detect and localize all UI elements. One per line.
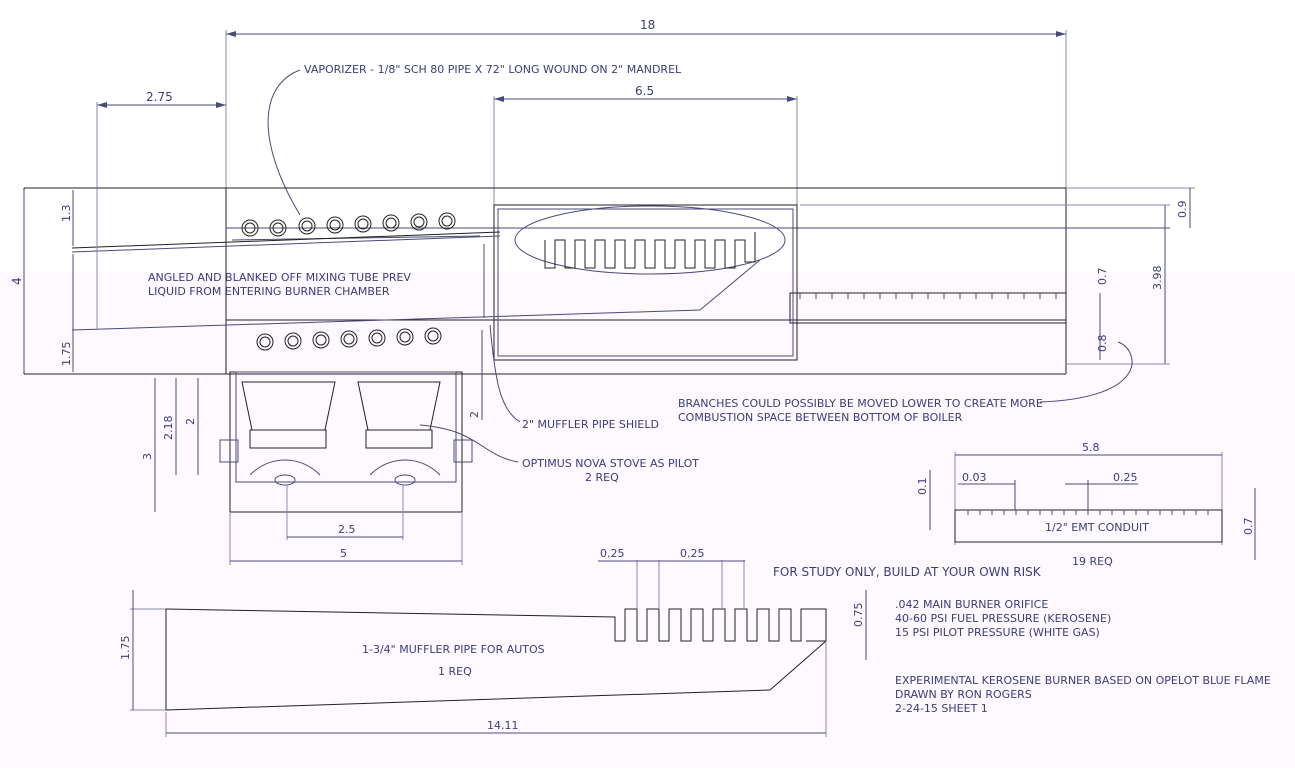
- branches-label-2: COMBUSTION SPACE BETWEEN BOTTOM OF BOILE…: [678, 411, 963, 424]
- muffler-req-label: 1 REQ: [438, 665, 472, 678]
- pilot-housing: [219, 371, 473, 513]
- dim-0-8-label: 0.8: [1096, 335, 1109, 353]
- optimus-label-1: OPTIMUS NOVA STOVE AS PILOT: [522, 457, 699, 470]
- optimus-leader: [419, 424, 519, 463]
- vaporizer-label: VAPORIZER - 1/8" SCH 80 PIPE X 72" LONG …: [304, 63, 682, 76]
- optimus-label-2: 2 REQ: [585, 471, 619, 484]
- study-note: FOR STUDY ONLY, BUILD AT YOUR OWN RISK: [773, 565, 1042, 579]
- vaporizer-coils-top: [231, 212, 481, 241]
- left-vertical-dims: 4 1.3 1.75: [10, 190, 74, 372]
- dim-3-98-label: 3.98: [1151, 266, 1164, 291]
- dim-0-25-label: 0.25: [1113, 471, 1138, 484]
- dim-pipe-0-25b-label: 0.25: [680, 547, 705, 560]
- dim-2-18-label: 2.18: [162, 416, 175, 441]
- right-vertical-dims: 0.9 3.98 0.7 0.8: [800, 187, 1195, 365]
- muffler-pipe: 1.75 0.25 0.25 0.75 14.11 1-3/4" MUFFLER…: [119, 547, 867, 737]
- dimension-18: 18: [225, 18, 1067, 190]
- dim-2-label: 2: [184, 418, 197, 425]
- dim-6-5-label: 6.5: [635, 84, 654, 98]
- dim-1-75-label: 1.75: [60, 342, 73, 367]
- conduit-req-label: 19 REQ: [1072, 555, 1113, 568]
- branches-label-1: BRANCHES COULD POSSIBLY BE MOVED LOWER T…: [678, 397, 1043, 410]
- spec-line-3: 15 PSI PILOT PRESSURE (WHITE GAS): [895, 626, 1100, 639]
- dim-0-9-label: 0.9: [1176, 201, 1189, 219]
- dim-0-1-label: 0.1: [916, 478, 929, 496]
- dim-0-7-label: 0.7: [1096, 268, 1109, 286]
- dim-5-label: 5: [340, 547, 347, 560]
- dimension-2-75: 2.75: [96, 90, 226, 188]
- conduit-strip: [789, 292, 1067, 324]
- dim-4-label: 4: [10, 277, 24, 285]
- spec-line-2: 40-60 PSI FUEL PRESSURE (KEROSENE): [895, 612, 1111, 625]
- dim-1-3-label: 1.3: [60, 205, 73, 223]
- dim-conduit-0-7-label: 0.7: [1242, 518, 1255, 536]
- mixing-tube: [71, 188, 761, 331]
- dim-2-75-label: 2.75: [146, 90, 173, 104]
- dim-2-5-label: 2.5: [338, 523, 356, 536]
- dim-3-label: 3: [141, 453, 154, 460]
- spec-line-1: .042 MAIN BURNER ORIFICE: [895, 598, 1048, 611]
- muffler-shield-leader: [489, 324, 521, 423]
- dim-18-label: 18: [640, 18, 655, 32]
- background-band: [0, 272, 1295, 768]
- vaporizer-leader: [267, 69, 301, 216]
- mixing-tube-label-2: LIQUID FROM ENTERING BURNER CHAMBER: [148, 285, 390, 298]
- conduit-label: 1/2" EMT CONDUIT: [1045, 521, 1149, 534]
- title-line-1: EXPERIMENTAL KEROSENE BURNER BASED ON OP…: [895, 674, 1271, 687]
- muffler-shield-label: 2" MUFFLER PIPE SHIELD: [522, 418, 659, 431]
- dimension-6-5: 6.5: [493, 84, 798, 210]
- dim-shield-2-label: 2: [468, 411, 481, 418]
- conduit-detail: 5.8 0.03 0.25 0.1 0.7 1/2" EMT CONDUIT 1…: [916, 441, 1256, 568]
- title-line-2: DRAWN BY RON ROGERS: [895, 688, 1032, 701]
- dim-pipe-0-25a-label: 0.25: [600, 547, 625, 560]
- dim-14-11-label: 14.11: [487, 719, 519, 732]
- dim-pipe-1-75-label: 1.75: [119, 636, 132, 661]
- pilot-dims: 3 2.18 2 2 2.5 5: [141, 330, 483, 565]
- vaporizer-coils-bottom: [256, 327, 442, 351]
- burner-body: [23, 187, 1170, 375]
- muffler-auto-label: 1-3/4" MUFFLER PIPE FOR AUTOS: [362, 643, 545, 656]
- mixing-tube-label-1: ANGLED AND BLANKED OFF MIXING TUBE PREV: [148, 271, 411, 284]
- title-line-3: 2-24-15 SHEET 1: [895, 702, 988, 715]
- dim-5-8-label: 5.8: [1082, 441, 1100, 454]
- branches-leader: [1039, 341, 1133, 403]
- burner-comb: [514, 205, 786, 275]
- dim-0-03-label: 0.03: [962, 471, 987, 484]
- dim-pipe-0-75-label: 0.75: [852, 603, 865, 628]
